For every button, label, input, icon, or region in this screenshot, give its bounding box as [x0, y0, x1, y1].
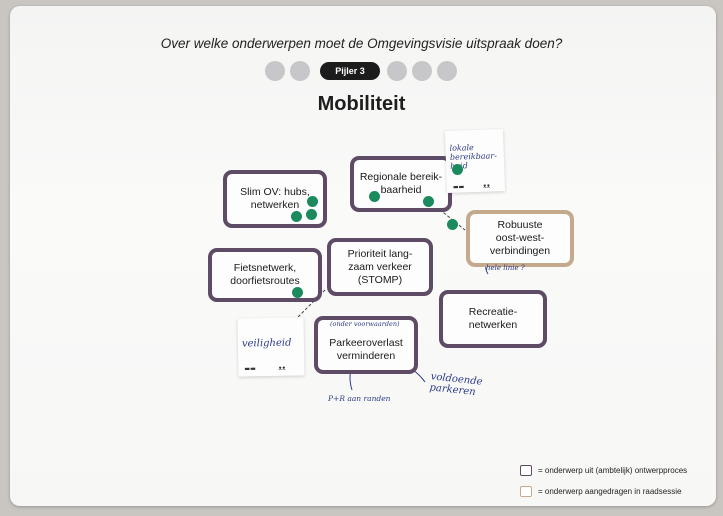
legend-label-raadssessie: = onderwerp aangedragen in raadsessie: [538, 487, 682, 496]
note-stamp: ᴥᴥ: [482, 182, 491, 190]
poster-title: Mobiliteit: [317, 93, 406, 115]
sticky-note-lokale-bereikbaarheid: lokale bereikbaar- heid ▬▬ ᴥᴥ: [444, 129, 506, 193]
note-stamp: ▬▬: [244, 365, 256, 373]
handwritten-pr-aan-randen: P+R aan randen: [328, 394, 391, 403]
topic-card-parkeeroverlast: Parkeeroverlast verminderen: [314, 316, 418, 374]
pillar-dot: [265, 61, 285, 81]
pillar-dot: [387, 61, 407, 81]
poster-question: Over welke onderwerpen moet de Omgevings…: [160, 36, 563, 51]
topic-card-regionale-bereikbaarheid: Regionale bereik- baarheid: [350, 156, 452, 212]
sticky-note-veiligheid: veiligheid ▬▬ ᴥᴥ: [237, 317, 305, 377]
legend-label-ambtelijk: = onderwerp uit (ambtelijk) ontwerpproce…: [538, 466, 688, 475]
handwritten-hele-linie: hele linie ?: [486, 264, 525, 272]
topic-card-fietsnetwerk: Fietsnetwerk, doorfietsroutes: [208, 248, 322, 302]
note-text: veiligheid: [241, 337, 292, 350]
pillar-label: Pijler 3: [320, 62, 380, 80]
vote-sticker: [447, 219, 458, 230]
topic-card-recreatienetwerken: Recreatie- netwerken: [439, 290, 547, 348]
vote-sticker: [307, 196, 318, 207]
legend-swatch-ambtelijk: [520, 465, 532, 476]
vote-sticker: [369, 191, 380, 202]
vote-sticker: [423, 196, 434, 207]
vote-sticker: [292, 287, 303, 298]
pillar-dot: [437, 61, 457, 81]
pillar-dot: [412, 61, 432, 81]
pillar-progress: Pijler 3: [0, 60, 723, 82]
handwritten-onder-voorwaarden: (onder voorwaarden): [330, 320, 400, 328]
note-stamp: ▬▬: [452, 183, 465, 191]
vote-sticker: [291, 211, 302, 222]
pillar-dot: [290, 61, 310, 81]
note-stamp: ᴥᴥ: [278, 364, 286, 372]
legend-swatch-raadssessie: [520, 486, 532, 497]
vote-sticker: [452, 164, 463, 175]
topic-card-prioriteit-langzaam-verkeer: Prioriteit lang- zaam verkeer (STOMP): [327, 238, 433, 296]
vote-sticker: [306, 209, 317, 220]
topic-card-robuuste-verbindingen: Robuuste oost-west- verbindingen: [466, 210, 574, 267]
